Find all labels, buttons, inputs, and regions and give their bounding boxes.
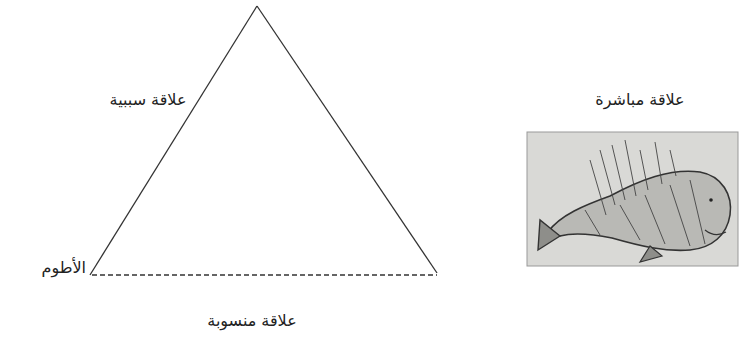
triangle-side bbox=[257, 6, 437, 273]
edge-label: علاقة مباشرة bbox=[595, 90, 684, 109]
dugong-illustration bbox=[527, 132, 738, 266]
vertex-label: الأطوم bbox=[42, 258, 86, 277]
triangle-side bbox=[90, 6, 257, 275]
edge-label: علاقة سببية bbox=[110, 90, 187, 109]
edge-label: علاقة منسوبة bbox=[207, 311, 296, 330]
dashed-base bbox=[92, 274, 437, 275]
